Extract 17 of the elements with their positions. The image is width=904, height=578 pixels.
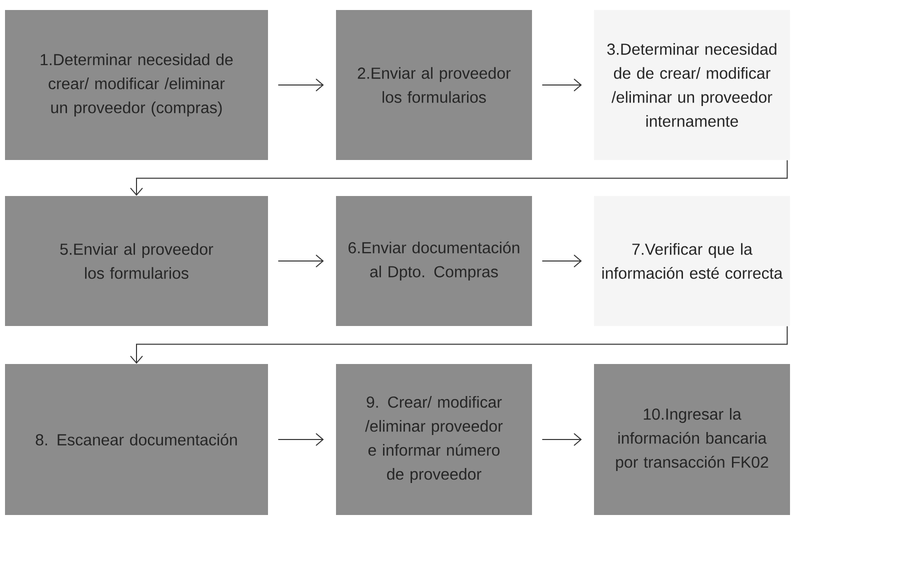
process-box: 8. Escanear documentación bbox=[5, 364, 268, 515]
process-box: 9. Crear/ modificar /eliminar proveedor e informar número de proveedor bbox=[336, 364, 532, 515]
process-box: 6.Enviar documentación al Dpto. Compras bbox=[336, 196, 532, 326]
arrow bbox=[278, 78, 324, 92]
arrow bbox=[542, 254, 582, 268]
process-box: 10.Ingresar la información bancaria por transacción FK02 bbox=[594, 364, 790, 515]
process-box: 3.Determinar necesidad de de crear/ modificar /eliminar un proveedor internamente bbox=[594, 10, 790, 160]
process-box: 2.Enviar al proveedor los formularios bbox=[336, 10, 532, 160]
process-box: 7.Verificar que la información esté correcta bbox=[594, 196, 790, 326]
arrow bbox=[130, 326, 788, 364]
arrow bbox=[542, 78, 582, 92]
arrow bbox=[278, 254, 324, 268]
process-box: 1.Determinar necesidad de crear/ modificar /eliminar un proveedor (compras) bbox=[5, 10, 268, 160]
process-box: 5.Enviar al proveedor los formularios bbox=[5, 196, 268, 326]
arrow bbox=[130, 160, 788, 196]
arrow bbox=[278, 433, 324, 446]
arrow bbox=[542, 433, 582, 446]
